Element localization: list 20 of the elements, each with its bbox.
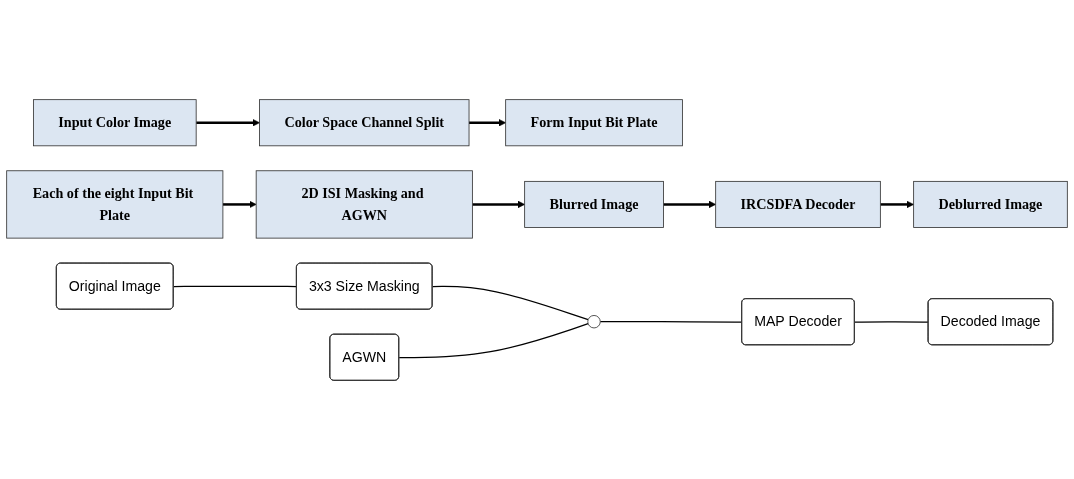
node-box: Blurred Image bbox=[524, 180, 664, 228]
node-box: Each of the eight Input Bit Plate bbox=[6, 169, 224, 239]
node-box: IRCSDFA Decoder bbox=[715, 180, 881, 228]
arrow bbox=[663, 200, 716, 208]
connector bbox=[173, 285, 298, 287]
arrow bbox=[472, 200, 525, 208]
connector bbox=[854, 320, 930, 323]
arrow bbox=[222, 200, 257, 208]
arrow bbox=[196, 118, 260, 126]
node-box: Deblurred Image bbox=[913, 180, 1068, 228]
arrow bbox=[469, 118, 506, 126]
connector bbox=[398, 322, 589, 358]
node-box: 2D ISI Masking and AGWN bbox=[255, 169, 473, 239]
connector bbox=[599, 320, 743, 323]
node-box: Input Color Image bbox=[33, 98, 197, 146]
connector bbox=[431, 285, 589, 320]
node-circle bbox=[587, 314, 601, 328]
node-box: Color Space Channel Split bbox=[259, 98, 470, 146]
arrow bbox=[880, 200, 914, 208]
node-box: Form Input Bit Plate bbox=[505, 98, 683, 146]
